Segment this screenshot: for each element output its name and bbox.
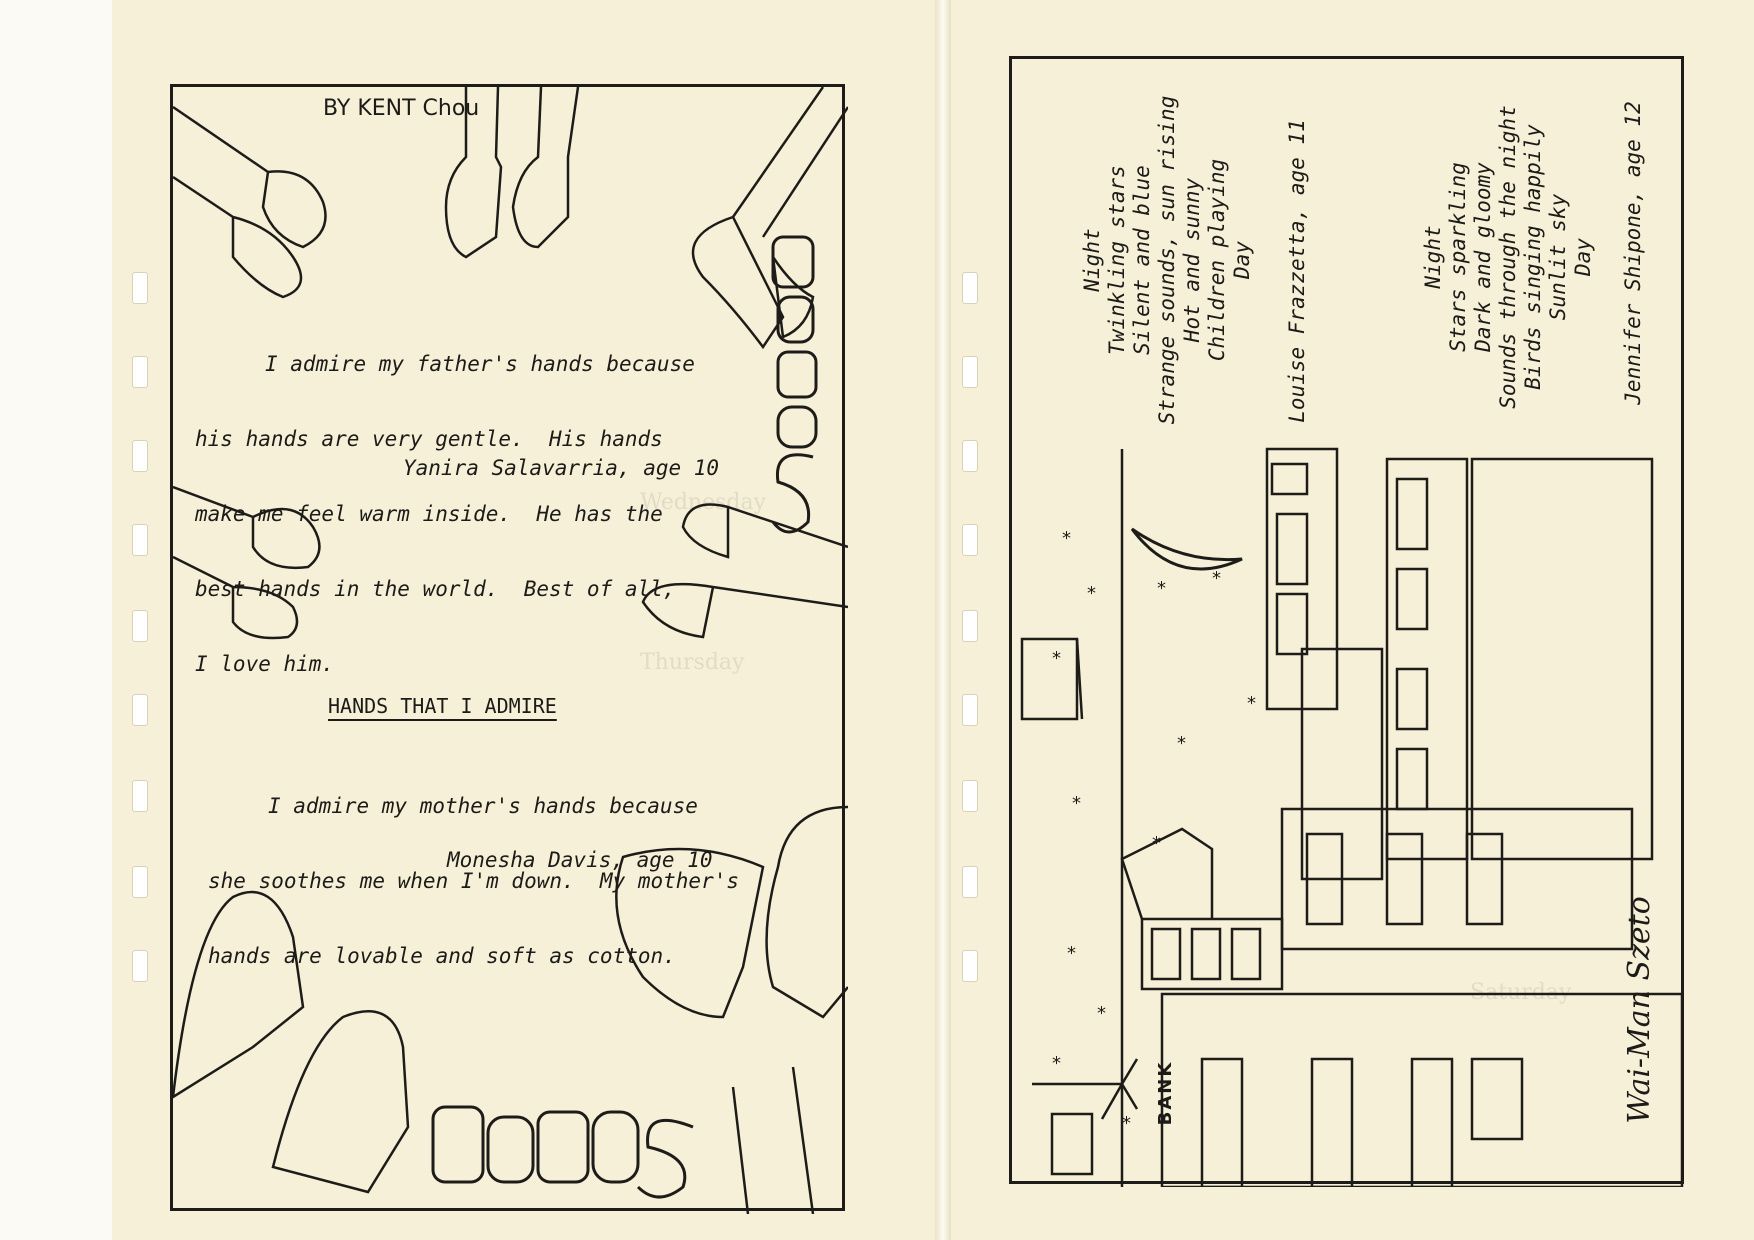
binder-hole xyxy=(132,950,148,982)
poem-line: Sounds through the night xyxy=(1496,105,1520,409)
poem-night-day-2: Night Stars sparkling Dark and gloomy So… xyxy=(1421,62,1595,452)
poem-line: Sunlit sky xyxy=(1546,193,1570,321)
left-page xyxy=(112,0,935,1240)
svg-text:*: * xyxy=(1152,833,1161,854)
binder-hole xyxy=(962,272,978,304)
binder-hole xyxy=(962,950,978,982)
binder-hole xyxy=(962,694,978,726)
right-page xyxy=(951,0,1754,1240)
show-through-text: Saturday xyxy=(1470,980,1572,1005)
hands-drawing xyxy=(173,87,848,1214)
svg-text:*: * xyxy=(1212,568,1221,589)
essay-line: I admire my father's hands because xyxy=(265,352,695,376)
binder-hole xyxy=(132,356,148,388)
essay-line: I love him. xyxy=(195,652,335,676)
show-through-text: Thursday xyxy=(640,650,745,675)
svg-text:*: * xyxy=(1052,1053,1061,1074)
svg-text:*: * xyxy=(1087,583,1096,604)
artist-credit: BY KENT Chou xyxy=(323,96,480,121)
svg-text:*: * xyxy=(1122,1113,1131,1134)
artist-signature: Wai-Man Szeto xyxy=(1622,896,1657,1124)
book-spine xyxy=(935,0,951,1240)
section-heading: HANDS THAT I ADMIRE xyxy=(328,694,557,718)
poem-line: Day xyxy=(1230,241,1254,279)
right-illustration-frame: * * * * * * * * * * * * * xyxy=(1009,56,1684,1187)
poem-author: Louise Frazzetta, age 11 xyxy=(1285,119,1309,423)
essay-author: Yanira Salavarria, age 10 xyxy=(403,456,720,480)
poem-line: Night xyxy=(1080,228,1104,292)
essay-line: I admire my mother's hands because xyxy=(268,794,698,818)
poem-line: Dark and gloomy xyxy=(1471,162,1495,352)
bank-sign: BANK xyxy=(1155,1060,1176,1126)
poem-line: Hot and sunny xyxy=(1180,177,1204,343)
svg-text:*: * xyxy=(1067,943,1076,964)
binder-hole xyxy=(132,866,148,898)
show-through-text: Wednesday xyxy=(640,490,767,515)
essay-line: his hands are very gentle. His hands xyxy=(195,427,663,451)
binder-hole xyxy=(962,440,978,472)
binder-hole xyxy=(962,524,978,556)
svg-text:*: * xyxy=(1072,793,1081,814)
binder-hole xyxy=(962,610,978,642)
essay-line: hands are lovable and soft as cotton. xyxy=(208,944,676,968)
essay-author: Monesha Davis, age 10 xyxy=(447,848,713,872)
binder-hole xyxy=(132,440,148,472)
binder-hole xyxy=(962,866,978,898)
poem-line: Silent and blue xyxy=(1130,165,1154,355)
svg-text:*: * xyxy=(1247,693,1256,714)
svg-text:*: * xyxy=(1097,1003,1106,1024)
essay-father-hands: I admire my father's hands because his h… xyxy=(195,302,695,702)
binder-hole xyxy=(962,780,978,812)
poem-line: Children playing xyxy=(1205,158,1229,362)
binder-hole xyxy=(132,780,148,812)
binder-hole xyxy=(132,524,148,556)
poem-line: Night xyxy=(1421,225,1445,289)
essay-line: best hands in the world. Best of all, xyxy=(195,577,676,601)
essay-line: make me feel warm inside. He has the xyxy=(195,502,663,526)
binder-hole xyxy=(132,694,148,726)
essay-line: she soothes me when I'm down. My mother'… xyxy=(208,869,740,893)
poem-line: Day xyxy=(1571,238,1595,276)
night-city-drawing: * * * * * * * * * * * * * xyxy=(1020,447,1684,1187)
svg-text:*: * xyxy=(1177,733,1186,754)
svg-text:*: * xyxy=(1052,648,1061,669)
binder-hole xyxy=(132,272,148,304)
binder-hole xyxy=(962,356,978,388)
poem-line: Strange sounds, sun rising xyxy=(1155,95,1179,425)
poem-line: Stars sparkling xyxy=(1446,162,1470,352)
svg-text:*: * xyxy=(1062,528,1071,549)
left-illustration-frame: BY KENT Chou xyxy=(170,84,848,1214)
poem-night-day-1: Night Twinkling stars Silent and blue St… xyxy=(1080,61,1254,459)
poem-author: Jennifer Shipone, age 12 xyxy=(1621,101,1645,405)
svg-text:*: * xyxy=(1157,578,1166,599)
essay-mother-hands: I admire my mother's hands because she s… xyxy=(208,744,739,994)
poem-line: Birds singing happily xyxy=(1521,124,1545,390)
poem-line: Twinkling stars xyxy=(1105,165,1129,355)
binder-hole xyxy=(132,610,148,642)
